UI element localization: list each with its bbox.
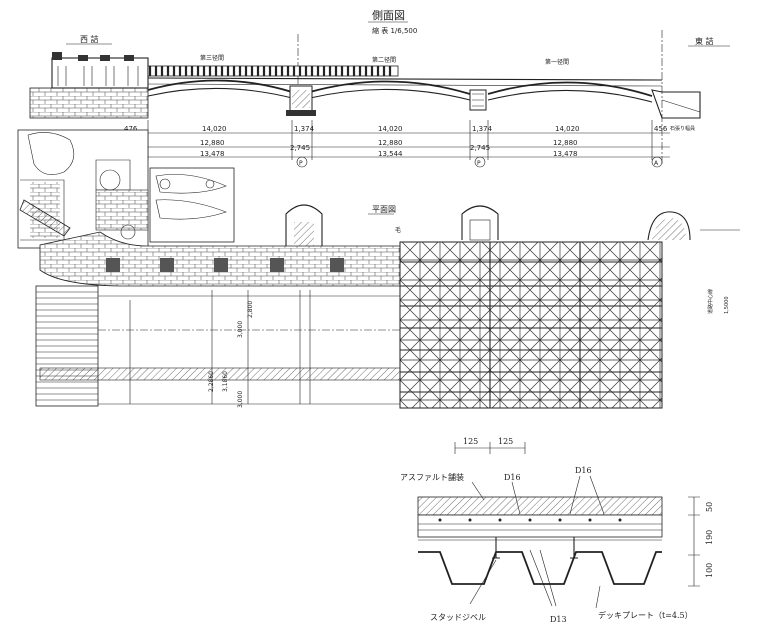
- deck-plate-label: デッキプレート（t=4.5）: [598, 610, 693, 620]
- svg-text:3,000: 3,000: [237, 321, 244, 338]
- svg-text:14,020: 14,020: [202, 125, 227, 133]
- dim-right-upper: 50: [705, 502, 714, 512]
- svg-text:14,020: 14,020: [378, 125, 403, 133]
- d16-label-right: D16: [575, 466, 592, 475]
- plan-stairs: [35, 285, 99, 407]
- asphalt-layer: [417, 496, 663, 516]
- svg-text:12,880: 12,880: [378, 139, 403, 147]
- west-end-label: 西 詰: [80, 34, 99, 44]
- svg-text:2,745: 2,745: [290, 144, 310, 152]
- svg-text:P: P: [299, 160, 303, 167]
- dim-top-left: 125: [463, 437, 478, 446]
- right-note-2: 1,5000: [724, 297, 730, 315]
- plan-mark: 毛: [395, 226, 401, 234]
- asphalt-label: アスファルト舗装: [400, 472, 464, 482]
- svg-text:2,745: 2,745: [470, 144, 490, 152]
- east-end-label: 東 詰: [695, 36, 714, 46]
- svg-text:12,880: 12,880: [200, 139, 225, 147]
- svg-text:P: P: [477, 160, 481, 167]
- right-note-1: 道路中心線: [707, 289, 714, 314]
- svg-text:2,2860: 2,2860: [208, 371, 215, 392]
- svg-text:13,478: 13,478: [200, 150, 225, 158]
- plan-view: 平面図 毛: [17, 129, 740, 409]
- svg-text:A: A: [654, 160, 659, 167]
- span-label-2: 第二径間: [372, 56, 396, 64]
- svg-text:1,374: 1,374: [294, 125, 315, 133]
- d16-label-left: D16: [504, 473, 521, 482]
- side-dimensions: 476 14,020 1,374 14,020 1,374 14,020 456…: [124, 120, 695, 160]
- svg-text:14,020: 14,020: [555, 125, 580, 133]
- pier-2: [286, 85, 316, 116]
- deck-railing: [148, 66, 392, 76]
- deck-section-detail: 125 125 アスファルト舗装 D16 D16 50 190 100 スタッド…: [400, 437, 714, 624]
- concrete-slab: [417, 514, 663, 538]
- svg-text:476: 476: [124, 125, 138, 133]
- plan-view-title: 平面図: [372, 205, 396, 214]
- svg-text:13,544: 13,544: [378, 150, 403, 158]
- stud-label: スタッドジベル: [430, 613, 486, 622]
- svg-text:3,1860: 3,1860: [222, 371, 229, 392]
- plan-vertical-dimensions: 2,2860 3,1860 3,000 3,000 2,800: [208, 301, 254, 408]
- pier-1: [469, 89, 487, 111]
- svg-text:1,374: 1,374: [472, 125, 493, 133]
- plan-curb-strip: [39, 367, 401, 381]
- west-balustrade: [51, 52, 149, 89]
- plan-lamp-posts: [106, 258, 344, 272]
- axis-markers: A P P A: [118, 156, 663, 168]
- span-label-1: 第一径間: [545, 58, 569, 66]
- side-note: 石張り幅員: [670, 125, 695, 132]
- side-view-scale: 縮 表 1/6,500: [372, 26, 417, 35]
- svg-text:456: 456: [654, 125, 668, 133]
- dim-right-lower: 100: [705, 563, 714, 578]
- deck-plate-profile: [418, 551, 662, 585]
- span-label-3: 第三径間: [200, 54, 224, 62]
- svg-text:13,478: 13,478: [553, 150, 578, 158]
- side-view-title: 側面図: [372, 9, 405, 22]
- svg-text:2,800: 2,800: [247, 301, 254, 318]
- dim-right-mid: 190: [705, 530, 714, 545]
- deck-plate-grid: [399, 241, 663, 409]
- svg-text:12,880: 12,880: [553, 139, 578, 147]
- side-view: 側面図 縮 表 1/6,500 西 詰 東 詰 第三径間 第二径間 第一径間: [29, 9, 730, 168]
- svg-text:3,000: 3,000: [237, 391, 244, 408]
- d13-label: D13: [550, 615, 567, 624]
- dim-top-right: 125: [498, 437, 513, 446]
